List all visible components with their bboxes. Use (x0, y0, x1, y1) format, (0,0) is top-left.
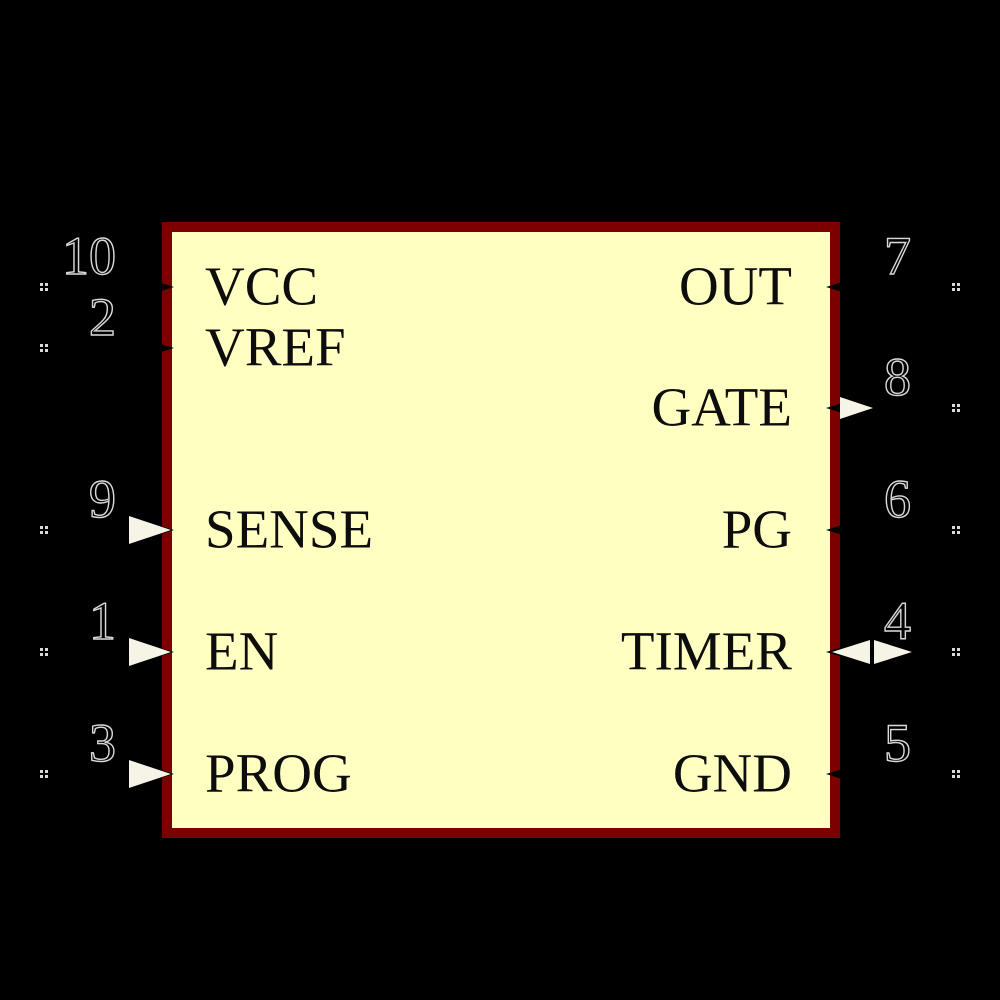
pin-number-sense: 9 (88, 469, 116, 529)
pin-number-prog: 3 (88, 713, 116, 773)
bidirectional-arrow-left-icon-timer (832, 640, 870, 664)
pin-number-out: 7 (883, 226, 911, 286)
pin-name-vcc: VCC (205, 255, 319, 317)
pin-name-gnd: GND (672, 742, 792, 804)
pin-name-pg: PG (721, 498, 792, 560)
pin-name-gate: GATE (651, 376, 792, 438)
pin-name-out: OUT (678, 255, 792, 317)
pin-end-tick-vcc (40, 283, 43, 286)
pin-name-sense: SENSE (205, 498, 374, 560)
pin-number-gate: 8 (883, 347, 911, 407)
pin-name-prog: PROG (205, 742, 352, 804)
pin-number-gnd: 5 (883, 713, 911, 773)
pin-number-pg: 6 (883, 469, 911, 529)
pin-connection-arrow-vcc (148, 279, 174, 295)
pin-end-tick-sense (40, 526, 43, 529)
pin-number-vcc: 10 (61, 226, 116, 286)
pin-end-tick-pg (952, 526, 955, 529)
pin-end-tick-gnd (952, 770, 955, 773)
pin-connection-arrow-gnd (826, 766, 852, 782)
input-arrow-icon-prog (129, 760, 171, 788)
pin-number-timer: 4 (883, 591, 911, 651)
pin-end-tick-prog (40, 770, 43, 773)
pin-number-en: 1 (88, 591, 116, 651)
input-arrow-icon-sense (129, 516, 171, 544)
bidirectional-arrow-right-icon-timer (874, 640, 912, 664)
pin-connection-arrow-pg (826, 522, 852, 538)
pin-end-tick-out (952, 283, 955, 286)
pin-connection-arrow-out (826, 279, 852, 295)
pin-end-tick-en (40, 648, 43, 651)
pin-end-tick-vref (40, 344, 43, 347)
pin-number-vref: 2 (88, 287, 116, 347)
pin-end-tick-gate (952, 404, 955, 407)
input-arrow-icon-en (129, 638, 171, 666)
pin-name-timer: TIMER (620, 620, 792, 682)
output-arrow-icon-gate (840, 397, 873, 419)
pin-connection-arrow-vref (148, 340, 174, 356)
pin-name-en: EN (205, 620, 279, 682)
symbol-body (162, 222, 840, 838)
pin-name-vref: VREF (205, 316, 346, 378)
pin-end-tick-timer (952, 648, 955, 651)
